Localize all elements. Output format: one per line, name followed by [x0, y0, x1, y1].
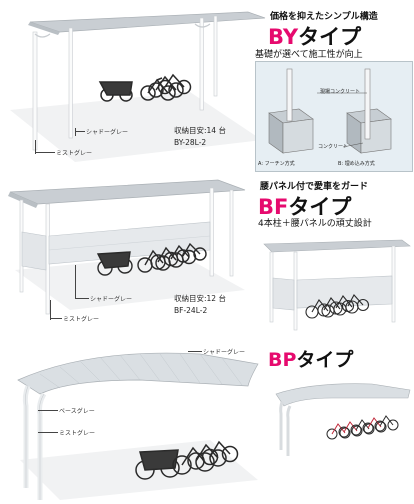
bf-shadow-grey-label: シャドーグレー	[90, 296, 133, 303]
bf-subtitle: 4本柱＋腰パネルの頑丈設計	[258, 219, 372, 229]
bf-type-code: BF	[258, 195, 289, 219]
bp-mist-grey-label: ミストグレー	[59, 430, 96, 437]
bf-model: BF-24L-2	[174, 306, 208, 315]
by-foundation-diagram	[268, 68, 392, 154]
bf-bikes-icon	[96, 242, 207, 276]
bf-mist-grey-label: ミストグレー	[63, 316, 100, 323]
bp-bikes-icon	[135, 440, 239, 480]
bf-type-suffix: タイプ	[288, 195, 352, 219]
bp-type-title: BPタイプ	[268, 345, 353, 372]
by-type-b-label: B: 埋め込み方式	[338, 161, 375, 167]
bp-shadow-grey-label: シャドーグレー	[203, 349, 246, 356]
bp-base-grey-label: ベースグレー	[59, 408, 95, 415]
by-concrete-label: 現場コンクリート	[320, 89, 361, 95]
bp-carport-illustration	[17, 352, 259, 500]
by-type-a-label: A: フーチン方式	[258, 161, 295, 167]
bf-headline: 腰パネル付で愛車をガード	[260, 182, 369, 192]
bp-type-suffix: タイプ	[296, 349, 354, 371]
by-model: BY-28L-2	[174, 138, 207, 147]
bp-alt-photo	[275, 383, 411, 456]
by-shadow-grey-label: シャドーグレー	[86, 129, 129, 136]
bp-type-code: BP	[268, 349, 297, 371]
by-type-suffix: タイプ	[298, 25, 362, 49]
by-type-code: BY	[268, 25, 299, 49]
bf-type-title: BFタイプ	[258, 191, 351, 221]
bf-capacity: 収納目安:12 台	[174, 294, 226, 303]
bf-carport-illustration	[8, 179, 246, 315]
by-headline: 価格を抑えたシンプル構造	[270, 12, 378, 22]
by-capacity: 収納目安:14 台	[174, 126, 226, 135]
by-concrete-label-2: コンクリート	[318, 144, 349, 150]
by-type-title: BYタイプ	[268, 21, 361, 51]
by-carport-illustration	[10, 11, 266, 162]
by-mist-grey-label: ミストグレー	[56, 150, 93, 157]
bf-alt-photo	[262, 232, 412, 334]
by-subtitle: 基礎が選べて施工性が向上	[255, 50, 363, 60]
by-bikes-icon	[98, 73, 192, 102]
